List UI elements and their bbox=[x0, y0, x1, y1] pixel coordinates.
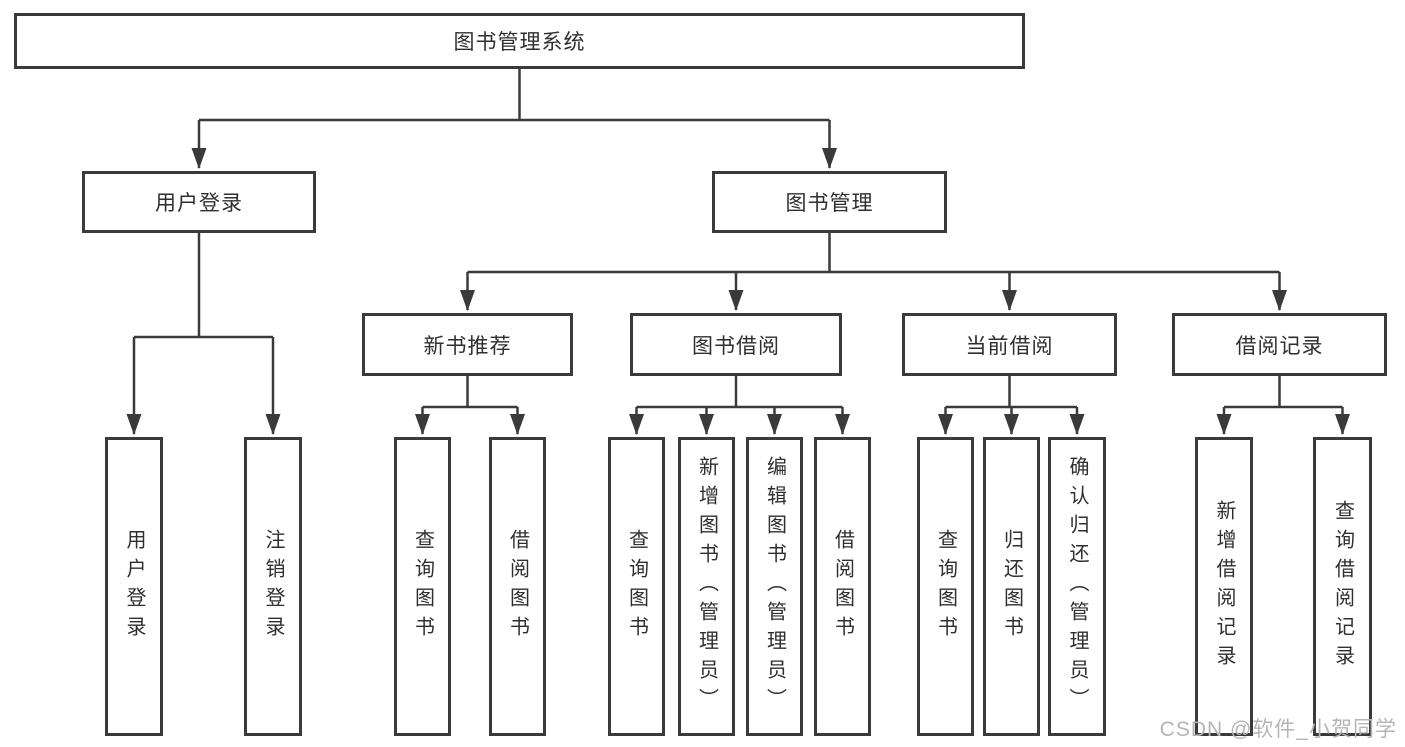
node-label: 用户登录 bbox=[155, 192, 243, 215]
connector-book-management-children bbox=[460, 233, 1287, 311]
node-label: 注销登录 bbox=[262, 528, 284, 645]
leaf-add-borrow-record: 新增借阅记录 bbox=[1195, 437, 1253, 736]
group-borrowing-records: 借阅记录 bbox=[1172, 313, 1387, 376]
leaf-recommend-borrow-books: 借阅图书 bbox=[489, 437, 546, 736]
node-label: 确认归还（管理员） bbox=[1066, 456, 1088, 717]
node-label: 新增借阅记录 bbox=[1213, 499, 1235, 674]
node-label: 借阅图书 bbox=[831, 528, 854, 645]
leaf-recommend-query-books: 查询图书 bbox=[394, 437, 451, 736]
node-label: 图书管理 bbox=[785, 192, 874, 215]
node-label: 用户登录 bbox=[123, 528, 145, 645]
connector-book-borrowing-children bbox=[629, 376, 850, 435]
group-current-borrowing: 当前借阅 bbox=[902, 313, 1117, 376]
leaf-borrowing-borrow-books: 借阅图书 bbox=[814, 437, 871, 736]
root-node-book-management-system: 图书管理系统 bbox=[14, 13, 1025, 69]
connector-root-to-level2 bbox=[191, 69, 837, 169]
node-label: 新增图书（管理员） bbox=[695, 456, 718, 717]
leaf-return-books: 归还图书 bbox=[983, 437, 1040, 736]
node-label: 查询图书 bbox=[625, 528, 648, 645]
branch-user-login: 用户登录 bbox=[82, 171, 316, 233]
node-label: 归还图书 bbox=[1000, 528, 1023, 645]
group-book-borrowing: 图书借阅 bbox=[630, 313, 842, 376]
node-label: 图书管理系统 bbox=[453, 31, 586, 54]
node-label: 编辑图书（管理员） bbox=[763, 456, 786, 717]
leaf-logout: 注销登录 bbox=[244, 437, 302, 736]
group-new-book-recommend: 新书推荐 bbox=[362, 313, 573, 376]
leaf-confirm-return-admin: 确认归还（管理员） bbox=[1048, 437, 1106, 736]
connector-new-book-recommend-children bbox=[415, 376, 525, 435]
leaf-edit-books-admin: 编辑图书（管理员） bbox=[746, 437, 803, 736]
node-label: 借阅图书 bbox=[506, 528, 529, 645]
node-label: 查询图书 bbox=[411, 528, 434, 645]
leaf-user-login: 用户登录 bbox=[105, 437, 163, 736]
node-label: 当前借阅 bbox=[965, 334, 1054, 358]
branch-book-management: 图书管理 bbox=[712, 171, 947, 233]
node-label: 新书推荐 bbox=[423, 334, 512, 358]
leaf-current-query-books: 查询图书 bbox=[917, 437, 974, 736]
node-label: 查询借阅记录 bbox=[1331, 499, 1354, 674]
leaf-add-books-admin: 新增图书（管理员） bbox=[678, 437, 735, 736]
connector-current-borrowing-children bbox=[938, 376, 1085, 435]
leaf-query-borrow-record: 查询借阅记录 bbox=[1313, 437, 1372, 736]
node-label: 查询图书 bbox=[934, 528, 957, 645]
csdn-watermark: CSDN @软件_小贺同学 bbox=[1159, 718, 1397, 741]
node-label: 图书借阅 bbox=[692, 334, 780, 358]
connector-borrowing-records-children bbox=[1216, 376, 1350, 435]
leaf-borrowing-query-books: 查询图书 bbox=[608, 437, 665, 736]
connector-user-login-children bbox=[126, 233, 281, 435]
node-label: 借阅记录 bbox=[1235, 334, 1324, 358]
